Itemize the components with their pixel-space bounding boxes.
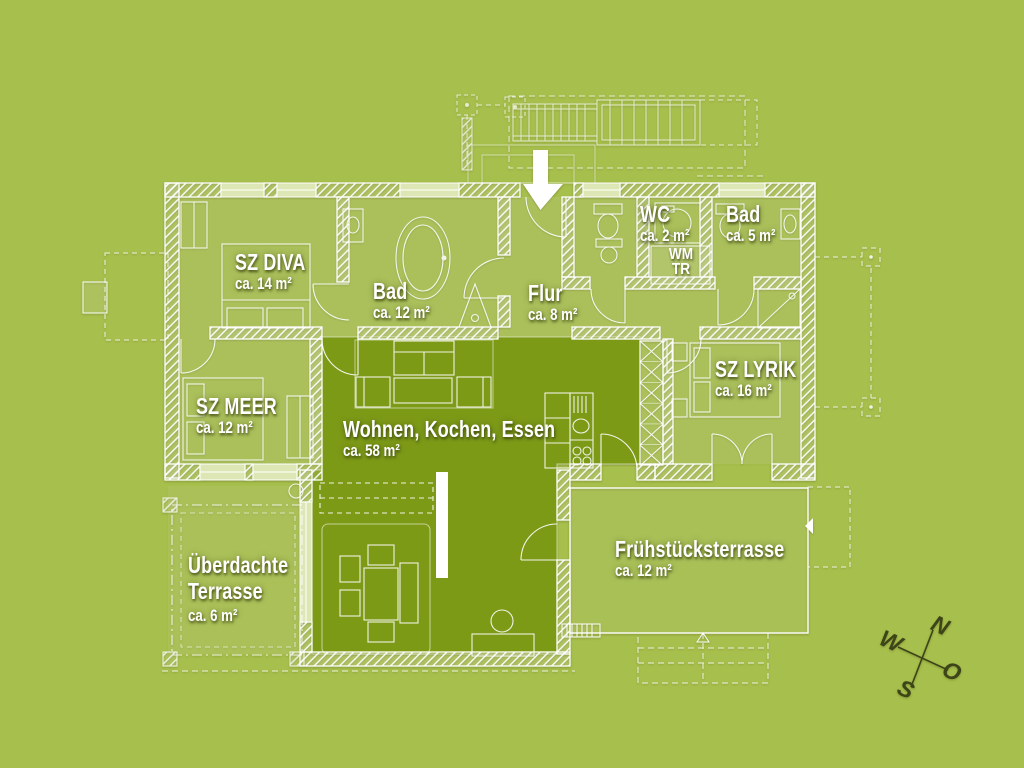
- sliding-door-panel: [436, 472, 448, 578]
- room-name: SZ MEER: [196, 393, 277, 419]
- room-label-sz-lyrik: SZ LYRIK ca. 16 m²: [715, 357, 796, 400]
- room-name: Frühstücksterrasse: [615, 536, 785, 562]
- room-name: Flur: [528, 280, 563, 306]
- room-name: Überdachte Terrasse: [188, 552, 289, 604]
- room-label-ueberdachte-terrasse: Überdachte Terrasse ca. 6 m²: [188, 552, 305, 626]
- room-name: Wohnen, Kochen, Essen: [343, 416, 556, 442]
- room-area: ca. 16 m²: [715, 381, 772, 400]
- room-name: SZ LYRIK: [715, 356, 797, 382]
- terrace-arrow-marker: [805, 518, 813, 534]
- room-area: ca. 58 m²: [343, 441, 400, 460]
- room-label-wc: WC ca. 2 m²: [640, 202, 689, 245]
- room-area: ca. 8 m²: [528, 305, 578, 324]
- room-area: ca. 12 m²: [196, 418, 253, 437]
- cross-braced-strip: [639, 340, 664, 466]
- room-label-fruehstuecksterrasse: Frühstücksterrasse ca. 12 m²: [615, 537, 784, 580]
- room-label-bad-klein: Bad ca. 5 m²: [726, 202, 775, 245]
- room-area: ca. 12 m²: [373, 303, 430, 322]
- breakfast-terrace-outline: [561, 487, 809, 684]
- room-area: ca. 12 m²: [615, 561, 672, 580]
- room-label-wm-tr: WM TR: [660, 246, 703, 278]
- room-area: ca. 6 m²: [188, 606, 238, 625]
- room-label-sz-meer: SZ MEER ca. 12 m²: [196, 394, 277, 437]
- room-area: ca. 5 m²: [726, 226, 776, 245]
- room-name: Bad: [373, 278, 408, 304]
- pergola-outline: [807, 247, 881, 568]
- covered-terrace-outline: [162, 483, 575, 672]
- room-name: Bad: [726, 201, 761, 227]
- compass: N W O S: [876, 610, 966, 705]
- room-label-flur: Flur ca. 8 m²: [528, 281, 577, 324]
- left-platform: [82, 252, 169, 341]
- compass-south: S: [894, 674, 919, 704]
- room-name: SZ DIVA: [235, 249, 306, 275]
- windows: [199, 182, 766, 623]
- doors: [180, 196, 773, 561]
- room-area: ca. 14 m²: [235, 274, 292, 293]
- entrance-arrow-icon: [523, 150, 563, 210]
- compass-east: O: [938, 655, 965, 686]
- entrance-stairs: [456, 94, 763, 184]
- room-label-bad-gross: Bad ca. 12 m²: [373, 279, 430, 322]
- room-area: ca. 2 m²: [640, 226, 690, 245]
- room-label-sz-diva: SZ DIVA ca. 14 m²: [235, 250, 306, 293]
- utility-line2: TR: [671, 261, 691, 278]
- utility-line1: WM: [668, 246, 694, 263]
- room-name: WC: [640, 201, 671, 227]
- compass-west: W: [876, 625, 909, 659]
- room-label-wohnen: Wohnen, Kochen, Essen ca. 58 m²: [343, 417, 555, 460]
- furniture: [180, 201, 801, 657]
